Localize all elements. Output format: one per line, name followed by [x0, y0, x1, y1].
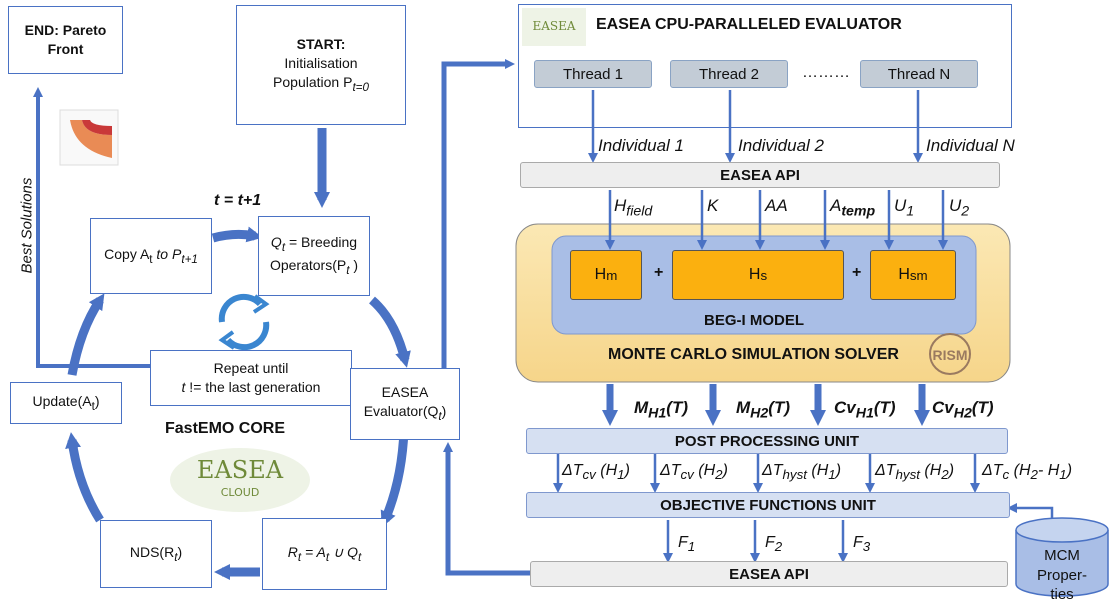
mcm-cylinder — [1015, 517, 1109, 597]
thread-dots: ……… — [802, 64, 850, 81]
api-to-evaluator-arrow — [443, 442, 530, 576]
end-pareto-text: END: Pareto Front — [24, 22, 107, 57]
f1-label: F1 — [678, 534, 696, 555]
output-cvh2: CvH2(T) — [932, 398, 994, 422]
input-k: K — [707, 196, 719, 215]
output-mh2: MH2(T) — [736, 398, 790, 422]
individual-1-label: Individual 1 — [598, 136, 685, 155]
increment-label: t = t+1 — [214, 192, 262, 209]
rism-logo-text: RISM — [933, 347, 968, 363]
delta-3: ΔThyst (H1) — [762, 462, 842, 483]
thread-1: Thread 1 — [534, 60, 652, 88]
rism-logo: RISM — [929, 333, 971, 375]
input-hfield: Hfield — [614, 196, 653, 220]
f2-label: F2 — [765, 534, 783, 555]
input-u2: U2 — [949, 196, 970, 220]
delta-2: ΔTcv (H2) — [660, 462, 728, 483]
easea-api-top: EASEA API — [520, 162, 1000, 188]
pareto-logo — [59, 109, 119, 166]
output-cvh1: CvH1(T) — [834, 398, 896, 422]
best-solutions-arrow — [33, 87, 150, 368]
model-label: BEG-I MODEL — [704, 312, 804, 329]
header-logo-text: EASEA — [532, 19, 575, 33]
update-box: Update(At) — [10, 382, 122, 424]
delta-4: ΔThyst (H2) — [875, 462, 955, 483]
nds-box: NDS(Rt) — [100, 520, 212, 588]
plus-2: + — [852, 264, 862, 281]
easea-cloud-logo: EASEA CLOUD — [170, 448, 310, 512]
union-box: Rt = At ∪ Qt — [262, 518, 387, 590]
logo-sub: CLOUD — [221, 486, 260, 499]
start-box: START: Initialisation Population Pt=0 — [236, 5, 406, 125]
thread-2: Thread 2 — [670, 60, 788, 88]
input-u1: U1 — [894, 196, 915, 220]
core-label: FastEMO CORE — [165, 420, 286, 437]
objective-functions-unit: OBJECTIVE FUNCTIONS UNIT — [526, 492, 1010, 518]
individual-2-label: Individual 2 — [738, 136, 825, 155]
easea-api-bottom: EASEA API — [530, 561, 1008, 587]
plus-1: + — [654, 264, 664, 281]
end-pareto-box: END: Pareto Front — [8, 6, 123, 74]
start-line1: START: — [296, 35, 346, 52]
parallel-evaluator-title: EASEA CPU-PARALLELED EVALUATOR — [596, 16, 902, 33]
best-solutions-label: Best Solutions — [18, 177, 36, 274]
post-processing-unit: POST PROCESSING UNIT — [526, 428, 1008, 454]
mcm-label: MCM Proper-ties — [1036, 547, 1088, 603]
individual-n-label: Individual N — [926, 136, 1015, 155]
evaluator-to-parallel-arrow — [441, 59, 515, 368]
thread-n: Thread N — [860, 60, 978, 88]
output-mh1: MH1(T) — [634, 398, 688, 422]
delta-1: ΔTcv (H1) — [562, 462, 630, 483]
start-line2: Initialisation — [284, 54, 358, 71]
evaluator-box: EASEA Evaluator(Qt) — [350, 368, 460, 440]
solver-label: MONTE CARLO SIMULATION SOLVER — [608, 346, 899, 363]
recycle-icon — [218, 293, 270, 351]
start-line3: Population Pt=0 — [273, 73, 369, 94]
breeding-box: Qt = Breeding Operators(Pt ) — [258, 216, 370, 296]
logo-text: EASEA — [197, 456, 284, 484]
header-logo: EASEA — [522, 8, 586, 46]
f3-label: F3 — [853, 534, 871, 555]
repeat-box: Repeat until t != the last generation — [150, 350, 352, 406]
input-atemp: Atemp — [830, 196, 876, 220]
delta-5: ΔTc (H2- H1) — [982, 462, 1073, 483]
mcm-arrow — [1007, 503, 1054, 520]
parallel-evaluator-panel — [518, 4, 1012, 128]
copy-box: Copy At to Pt+1 — [90, 218, 212, 294]
input-aa: AA — [765, 196, 788, 215]
